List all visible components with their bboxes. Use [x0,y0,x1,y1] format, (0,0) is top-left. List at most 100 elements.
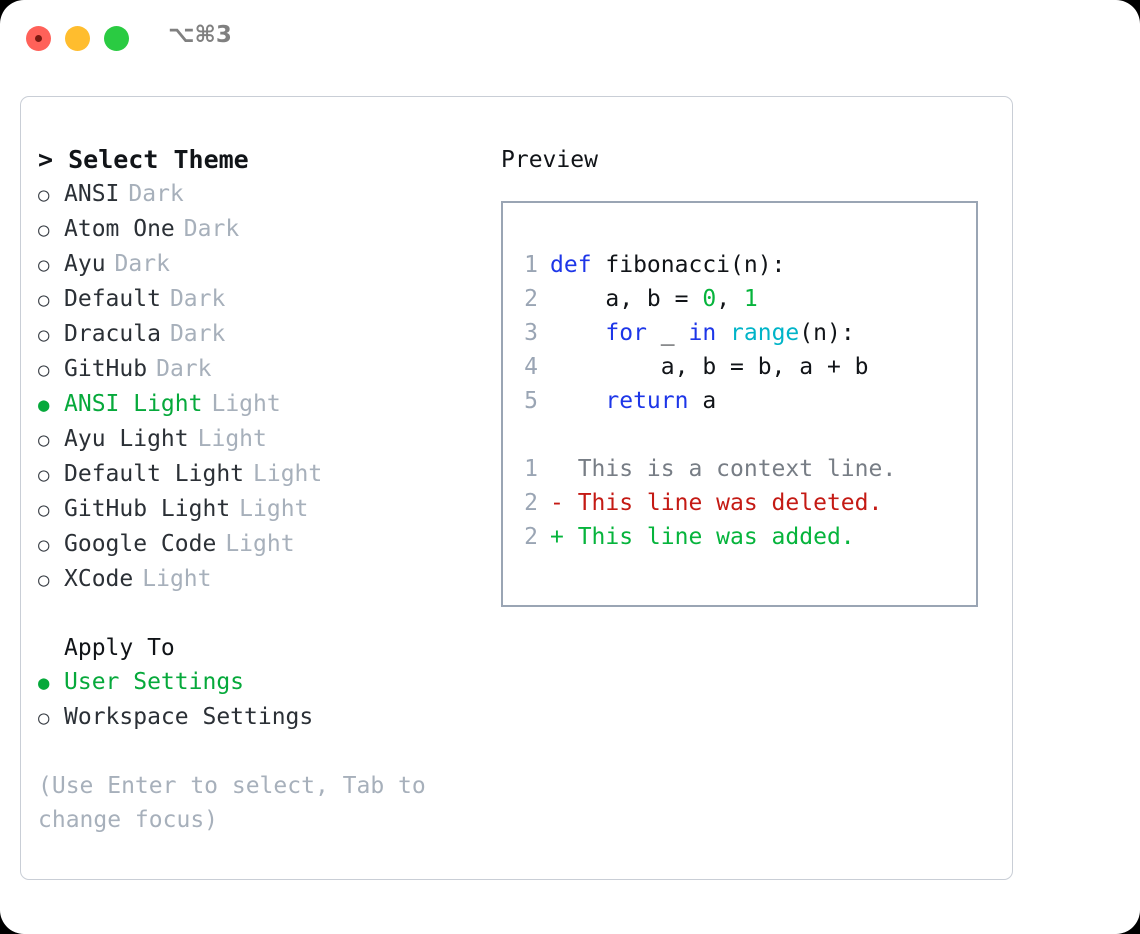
preview-title: Preview [501,147,598,173]
diff-line-ctx: 1 This is a context line. [514,452,896,486]
code-token: , [716,286,744,312]
theme-variant-badge: Dark [169,286,226,312]
theme-list-item[interactable]: ○ Default Dark [38,282,488,317]
radio-selected-icon[interactable]: ● [38,672,50,694]
theme-list-item[interactable]: ○ Ayu Light Light [38,422,488,457]
code-line: 5 return a [514,384,896,418]
line-number: 3 [524,320,538,346]
minimize-button-icon[interactable] [65,26,90,51]
title-bar: ⌥⌘3 [0,0,1140,78]
zoom-button-icon[interactable] [104,26,129,51]
code-diff-separator [514,418,896,452]
diff-text: - This line was deleted. [550,490,883,516]
apply-to-item[interactable]: ● User Settings [38,665,488,700]
radio-unselected-icon[interactable]: ○ [38,359,50,381]
apply-to-item[interactable]: ○ Workspace Settings [38,700,488,735]
code-token: _ [646,320,689,346]
radio-unselected-icon[interactable]: ○ [38,184,50,206]
theme-variant-badge: Light [225,531,295,557]
theme-variant-badge: Light [197,426,267,452]
page-title: > Select Theme [38,145,249,174]
radio-unselected-icon[interactable]: ○ [38,707,50,729]
theme-list-item[interactable]: ○ Atom One Dark [38,212,488,247]
code-token [550,320,605,346]
radio-unselected-icon[interactable]: ○ [38,219,50,241]
apply-to-label: User Settings [64,669,245,695]
code-line: 2 a, b = 0, 1 [514,282,896,316]
theme-variant-badge: Light [142,566,212,592]
theme-name: Dracula [64,321,161,347]
theme-list-item[interactable]: ● ANSI Light Light [38,387,488,422]
theme-list-item[interactable]: ○ Google Code Light [38,527,488,562]
radio-unselected-icon[interactable]: ○ [38,324,50,346]
diff-text: This is a context line. [550,456,897,482]
close-button-icon[interactable] [26,26,51,51]
theme-variant-badge: Light [239,496,309,522]
list-spacer [38,597,488,631]
radio-selected-icon[interactable]: ● [38,394,50,416]
theme-name: Atom One [64,216,175,242]
theme-list-item[interactable]: ○ GitHub Dark [38,352,488,387]
window-controls [26,26,129,51]
theme-name: Default Light [64,461,245,487]
code-line: 4 a, b = b, a + b [514,350,896,384]
code-token: a, b = [550,286,703,312]
diff-line-add: 2 + This line was added. [514,520,896,554]
theme-name: ANSI [64,181,120,207]
theme-name: ANSI Light [64,391,203,417]
keyboard-hint: (Use Enter to select, Tab to change focu… [38,773,426,833]
diff-text: + This line was added. [550,524,855,550]
theme-list-item[interactable]: ○ Dracula Dark [38,317,488,352]
theme-list-item[interactable]: ○ ANSI Dark [38,177,488,212]
theme-name: Ayu Light [64,426,189,452]
theme-variant-badge: Light [211,391,281,417]
code-token: a, b = b, a + b [550,354,869,380]
code-token: range [730,320,800,346]
keyboard-shortcut-label: ⌥⌘3 [168,22,232,48]
line-number: 5 [524,388,538,414]
radio-unselected-icon[interactable]: ○ [38,254,50,276]
line-number: 2 [524,490,538,516]
theme-variant-badge: Dark [128,181,184,207]
line-number: 2 [524,524,538,550]
code-token: 1 [743,286,758,312]
code-token: a [688,388,717,414]
radio-unselected-icon[interactable]: ○ [38,499,50,521]
code-token: 0 [702,286,717,312]
theme-variant-badge: Dark [156,356,212,382]
code-token: def [550,252,606,278]
theme-list-item[interactable]: ○ GitHub Light Light [38,492,488,527]
code-token: for [605,320,647,346]
theme-variant-badge: Dark [183,216,240,242]
apply-to-label: Workspace Settings [64,704,314,730]
code-token: return [605,388,689,414]
radio-unselected-icon[interactable]: ○ [38,464,50,486]
theme-name: GitHub [64,356,148,382]
radio-unselected-icon[interactable]: ○ [38,534,50,556]
code-token [716,320,730,346]
theme-variant-badge: Dark [169,321,226,347]
code-line: 3 for _ in range(n): [514,316,896,350]
theme-list-item[interactable]: ○ Default Light Light [38,457,488,492]
theme-name: Default [64,286,161,312]
code-token: (n): [799,320,855,346]
theme-name: Google Code [64,531,217,557]
radio-unselected-icon[interactable]: ○ [38,429,50,451]
theme-variant-badge: Light [253,461,323,487]
theme-name: GitHub Light [64,496,231,522]
line-number: 2 [524,286,538,312]
radio-unselected-icon[interactable]: ○ [38,569,50,591]
code-token [550,388,605,414]
radio-unselected-icon[interactable]: ○ [38,289,50,311]
code-token: in [688,320,717,346]
apply-to-header: Apply To [64,635,175,661]
code-token: fibonacci(n): [605,252,786,278]
